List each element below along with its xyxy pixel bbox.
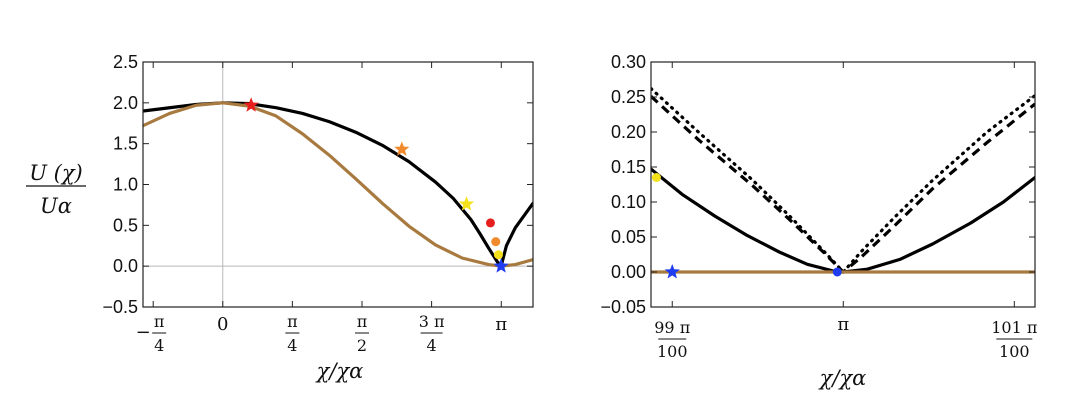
- x-tick-numerator: π: [357, 312, 368, 331]
- y-tick-label: 0.20: [611, 122, 646, 142]
- series-line-dotted: [651, 86, 1035, 274]
- y-tick-label: 0.25: [611, 87, 646, 107]
- series-group: [143, 101, 533, 268]
- x-tick-numerator: π: [287, 312, 298, 331]
- series-group: [651, 86, 1035, 274]
- star-marker: [458, 196, 475, 211]
- series-line-dashed: [651, 95, 1035, 274]
- x-tick-numerator: 99 π: [654, 318, 690, 337]
- dot-marker: [651, 173, 661, 182]
- y-tick-label: 0.05: [611, 227, 646, 247]
- x-tick-denominator: 4: [287, 336, 297, 355]
- star-marker: [493, 258, 509, 273]
- x-tick-sign: −: [136, 322, 151, 343]
- star-marker: [243, 97, 259, 112]
- x-tick-denominator: 2: [357, 336, 367, 355]
- series-line-solid-black: [651, 167, 1035, 274]
- x-tick-numerator: 3 π: [419, 312, 445, 331]
- x-axis-label-left: χ/χα: [315, 359, 364, 383]
- y-tick-label: 0.00: [611, 262, 646, 282]
- y-tick-label: 0.30: [611, 52, 646, 72]
- y-tick-label: 0.5: [113, 215, 138, 235]
- y-tick-label: −0.05: [600, 297, 646, 317]
- right-panel: 0.30 0.25 0.20 0.15 0.10 0.05 0.00 −0.05 99 π 100…: [600, 52, 1037, 361]
- y-tick-label: 1.0: [113, 175, 138, 195]
- plot-frame: [142, 61, 534, 308]
- x-tick-denominator: 100: [657, 342, 688, 361]
- dot-marker: [491, 237, 501, 247]
- x-tick-denominator: 4: [427, 336, 437, 355]
- y-tick-label: 2.5: [113, 52, 138, 72]
- dot-marker: [832, 267, 842, 277]
- y-axis-label-numerator: U (χ): [29, 161, 82, 185]
- y-tick-label: −0.5: [102, 297, 138, 317]
- dot-marker: [493, 250, 503, 260]
- x-axis-label-right: χ/χα: [818, 366, 867, 390]
- y-tick-label: 2.0: [113, 93, 138, 113]
- y-axis-label: U (χ) Uα: [26, 161, 86, 218]
- star-marker: [394, 141, 410, 156]
- y-tick-label: 1.5: [113, 134, 138, 154]
- star-marker: [664, 264, 680, 279]
- dot-marker: [485, 218, 495, 228]
- y-tick-label: 0.10: [611, 192, 646, 212]
- x-tick-label: 0: [217, 314, 228, 335]
- x-tick-numerator: 101 π: [991, 318, 1037, 337]
- y-tick-label: 0.15: [611, 157, 646, 177]
- x-tick-label: π: [837, 314, 849, 335]
- series-line-solid-black: [143, 101, 533, 268]
- y-axis-label-denominator: Uα: [40, 194, 72, 218]
- x-tick-numerator: π: [154, 312, 165, 331]
- series-line-brown: [143, 101, 533, 268]
- y-tick-label: 0.0: [113, 256, 138, 276]
- x-tick-denominator: 4: [154, 336, 164, 355]
- x-tick-label: π: [495, 314, 507, 335]
- x-tick-denominator: 100: [999, 342, 1030, 361]
